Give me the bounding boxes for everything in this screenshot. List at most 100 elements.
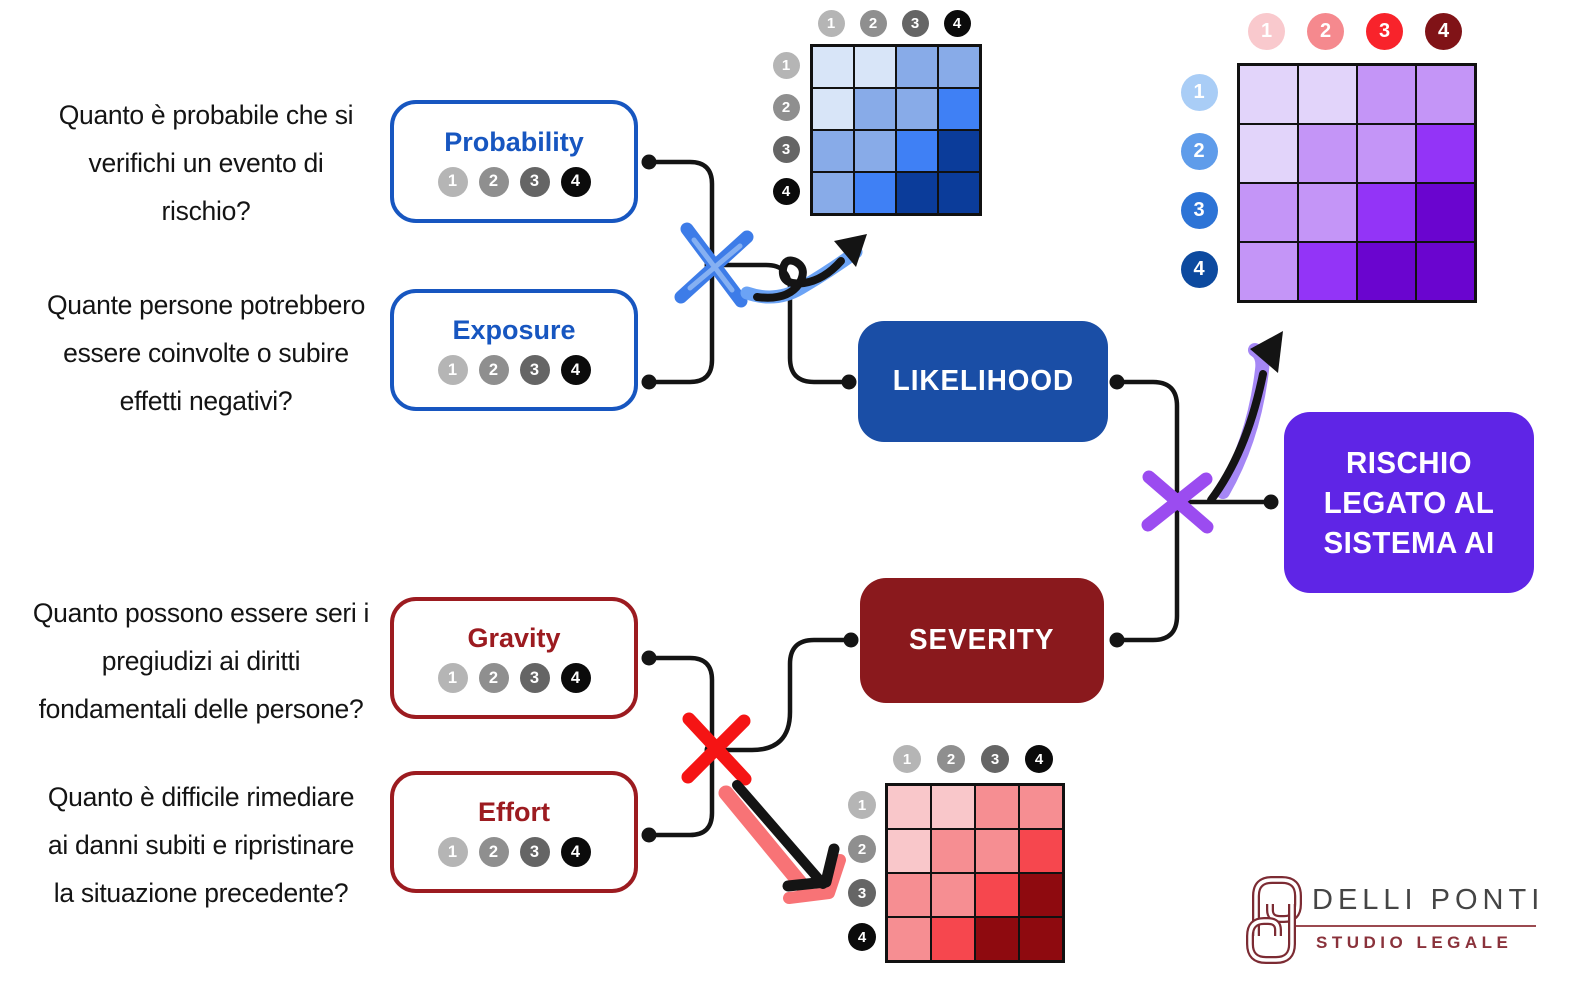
matrix-cell-r4-c1	[887, 917, 931, 961]
matrix-cell-r2-c1	[887, 829, 931, 873]
matrix-cell-r2-c2	[1298, 124, 1357, 183]
connector-likelihood-out	[1114, 379, 1180, 501]
multiply-x-blue-highlight	[687, 237, 743, 293]
matrix-cell-r2-c3	[1357, 124, 1416, 183]
scale-circle-2: 2	[478, 837, 509, 867]
question-exposure: Quante persone potrebbero essere coinvolt…	[10, 281, 402, 425]
risk-matrix-grid	[1237, 63, 1477, 303]
factor-title-exposure: Exposure	[452, 315, 576, 345]
logo-firm-name: DELLI PONTI	[1312, 884, 1545, 916]
scale-circle-4: 4	[560, 166, 591, 197]
scale-circle-1: 1	[437, 837, 468, 867]
matrix-cell-r1-c4	[1416, 65, 1475, 124]
scale-circle-3: 3	[519, 663, 550, 693]
matrix-header-circle-2: 2	[859, 9, 887, 37]
matrix-cell-r1-c3	[1357, 65, 1416, 124]
text-line: verifichi un evento di	[88, 148, 324, 178]
factor-title-effort: Effort	[478, 797, 550, 827]
matrix-header-circle-3: 3	[772, 135, 800, 163]
text-line: Quanto è probabile che si	[58, 100, 354, 130]
text-line: LEGATO AL	[1323, 484, 1495, 520]
matrix-header-circle-1: 1	[772, 51, 800, 79]
matrix-header-circle-1: 1	[848, 791, 876, 819]
doodle-arrow-to-likelihood-matrix-icon	[740, 234, 867, 304]
matrix-header-circle-3: 3	[981, 745, 1009, 773]
matrix-header-circle-1: 1	[1180, 74, 1218, 111]
matrix-cell-r3-c2	[854, 130, 896, 172]
matrix-header-circle-4: 4	[1425, 13, 1462, 50]
text-line: rischio?	[161, 196, 251, 226]
matrix-cell-r3-c1	[1239, 183, 1298, 242]
matrix-cell-r4-c4	[938, 172, 980, 214]
connector-exposure	[646, 265, 715, 385]
text-line: fondamentali delle persone?	[38, 694, 364, 724]
matrix-cell-r1-c1	[887, 785, 931, 829]
factor-title-probability: Probability	[444, 126, 584, 157]
scale-circle-4: 4	[560, 663, 591, 693]
severity-matrix-grid	[885, 783, 1065, 963]
delli-ponti-logo: DELLI PONTI STUDIO LEGALE	[1228, 870, 1539, 970]
arrow-to-risk-matrix-icon	[1207, 331, 1283, 504]
matrix-cell-r2-c4	[938, 88, 980, 130]
matrix-header-circle-2: 2	[848, 835, 876, 863]
scale-circle-2: 2	[478, 166, 509, 197]
matrix-header-circle-4: 4	[1025, 745, 1053, 773]
text-line: Quanto è difficile rimediare	[47, 782, 355, 812]
text-line: ai danni subiti e ripristinare	[47, 830, 355, 860]
matrix-cell-r1-c1	[812, 46, 854, 88]
likelihood-label: LIKELIHOOD	[892, 365, 1074, 397]
matrix-cell-r3-c3	[896, 130, 938, 172]
text-line: essere coinvolte o subire	[63, 338, 349, 368]
matrix-header-circle-2: 2	[937, 745, 965, 773]
matrix-cell-r1-c1	[1239, 65, 1298, 124]
matrix-cell-r2-c2	[854, 88, 896, 130]
scale-circle-2: 2	[478, 663, 509, 693]
matrix-header-circle-3: 3	[1180, 192, 1218, 229]
logo-subtitle: STUDIO LEGALE	[1316, 933, 1513, 952]
matrix-header-circle-3: 3	[901, 9, 929, 37]
connector-to-likelihood	[709, 262, 852, 385]
scale-circle-3: 3	[519, 355, 550, 385]
matrix-cell-r1-c3	[896, 46, 938, 88]
matrix-cell-r4-c2	[1298, 242, 1357, 301]
matrix-header-circle-1: 1	[893, 745, 921, 773]
scale-circle-3: 3	[519, 837, 550, 867]
logo-divider	[1296, 925, 1536, 927]
matrix-cell-r3-c3	[975, 873, 1019, 917]
text-line: SISTEMA AI	[1323, 524, 1495, 560]
matrix-header-circle-4: 4	[848, 923, 876, 951]
matrix-header-circle-2: 2	[1307, 13, 1344, 50]
text-line: Quante persone potrebbero	[46, 290, 366, 320]
matrix-cell-r4-c3	[975, 917, 1019, 961]
severity-label: SEVERITY	[909, 624, 1055, 656]
matrix-cell-r1-c2	[931, 785, 975, 829]
text-line: effetti negativi?	[119, 386, 293, 416]
matrix-cell-r3-c1	[812, 130, 854, 172]
matrix-cell-r4-c1	[812, 172, 854, 214]
matrix-cell-r2-c2	[931, 829, 975, 873]
likelihood-matrix-grid	[810, 44, 982, 216]
matrix-cell-r3-c2	[1298, 183, 1357, 242]
connector-to-severity	[711, 637, 854, 753]
matrix-cell-r1-c4	[1019, 785, 1063, 829]
question-effort: Quanto è difficile rimediare ai danni sub…	[5, 773, 397, 917]
matrix-cell-r4-c4	[1416, 242, 1475, 301]
matrix-cell-r3-c1	[887, 873, 931, 917]
matrix-header-circle-4: 4	[772, 177, 800, 205]
matrix-cell-r2-c3	[975, 829, 1019, 873]
matrix-cell-r1-c4	[938, 46, 980, 88]
scale-circle-4: 4	[560, 837, 591, 867]
matrix-cell-r2-c3	[896, 88, 938, 130]
matrix-header-circle-1: 1	[817, 9, 845, 37]
connector-lines	[646, 159, 1274, 838]
